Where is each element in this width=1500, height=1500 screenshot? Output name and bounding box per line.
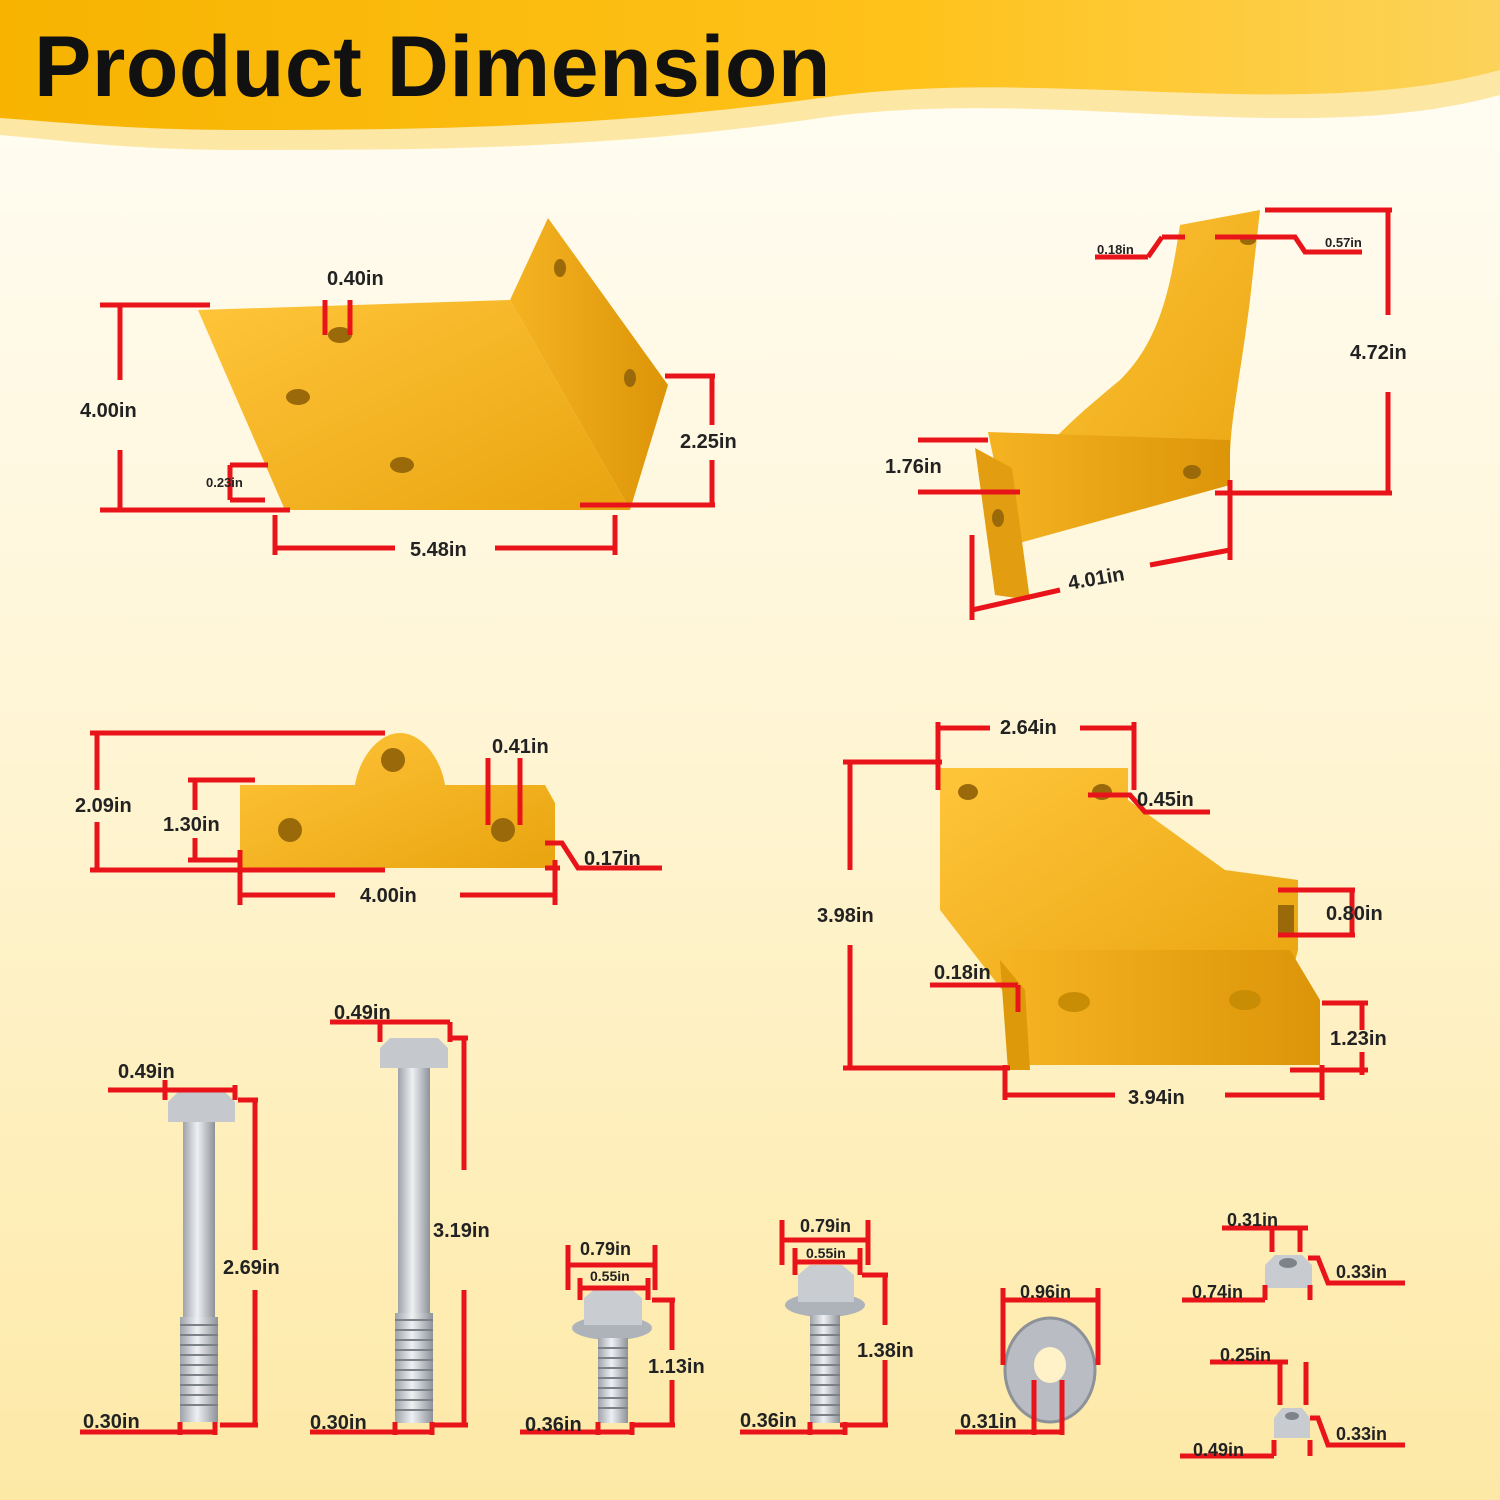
- plate-c-thickness-label: 0.17in: [584, 848, 641, 870]
- bracket-b-left-tab-label: 0.18in: [1097, 242, 1134, 257]
- bracket-b: [975, 210, 1260, 600]
- flange-bolt-b-flange-label: 0.79in: [800, 1216, 852, 1236]
- plate-c-length-label: 4.00in: [360, 885, 417, 907]
- bracket-b-right-tab-label: 0.57in: [1325, 235, 1362, 250]
- nut-b-top-label: 0.25in: [1220, 1345, 1272, 1365]
- bolt-long-a-head-label: 0.49in: [118, 1061, 175, 1083]
- plate-d-hole-label: 0.45in: [1137, 789, 1194, 811]
- bolt-long-a-length-label: 2.69in: [223, 1257, 280, 1279]
- nut-a: [1265, 1255, 1312, 1288]
- plate-d-thickness-label: 0.18in: [934, 962, 991, 984]
- nut-a-top-label: 0.31in: [1227, 1210, 1279, 1230]
- plate-c-height-label: 2.09in: [75, 795, 132, 817]
- washer-outer-label: 0.96in: [1020, 1282, 1072, 1302]
- flange-bolt-a-thread-label: 0.36in: [525, 1414, 582, 1436]
- flange-bolt-a-length-label: 1.13in: [648, 1356, 705, 1378]
- plate-d-top-label: 2.64in: [1000, 717, 1057, 739]
- bolt-long-a-dimension-lines: [80, 1080, 258, 1435]
- bracket-b-flange-label: 1.76in: [885, 456, 942, 478]
- bracket-a: [198, 218, 668, 510]
- page-title: Product Dimension: [34, 19, 831, 115]
- washer-inner-label: 0.31in: [960, 1411, 1017, 1433]
- bracket-a-hole-label: 0.40in: [327, 268, 384, 290]
- washer-dimension-lines: [955, 1288, 1101, 1435]
- bolt-long-b: [380, 1038, 448, 1423]
- plate-d-height-label: 3.98in: [817, 905, 874, 927]
- bolt-long-b-head-label: 0.49in: [334, 1002, 391, 1024]
- flange-bolt-b-thread-label: 0.36in: [740, 1410, 797, 1432]
- nut-b-height-label: 0.33in: [1336, 1424, 1388, 1444]
- bracket-a-dimension-lines: [100, 300, 715, 555]
- nut-a-height-label: 0.33in: [1336, 1262, 1388, 1282]
- banner-wave: [0, 0, 1500, 150]
- flange-bolt-a: [572, 1288, 652, 1423]
- plate-d-length-label: 3.94in: [1128, 1087, 1185, 1109]
- plate-c-dimension-lines: [90, 730, 662, 905]
- bracket-a-side-label: 2.25in: [680, 431, 737, 453]
- plate-d-dimension-lines: [843, 722, 1368, 1100]
- nut-a-width-label: 0.74in: [1192, 1282, 1244, 1302]
- bolt-long-a-thread-label: 0.30in: [83, 1411, 140, 1433]
- nut-b-width-label: 0.49in: [1193, 1440, 1245, 1460]
- plate-d: [940, 768, 1320, 1070]
- bolt-long-a: [168, 1092, 235, 1422]
- bracket-a-length-label: 5.48in: [410, 539, 467, 561]
- plate-c: [240, 733, 555, 868]
- plate-c-hole-label: 0.41in: [492, 736, 549, 758]
- flange-bolt-b-length-label: 1.38in: [857, 1340, 914, 1362]
- flange-bolt-b-head-label: 0.55in: [806, 1245, 846, 1261]
- plate-d-slot-label: 0.80in: [1326, 903, 1383, 925]
- bracket-a-slot-label: 0.23in: [206, 475, 243, 490]
- bracket-a-height-label: 4.00in: [80, 400, 137, 422]
- header-banner: Product Dimension: [0, 0, 1500, 180]
- plate-c-inner-label: 1.30in: [163, 814, 220, 836]
- bolt-long-b-thread-label: 0.30in: [310, 1412, 367, 1434]
- bolt-long-b-dimension-lines: [310, 1019, 468, 1435]
- nut-b-dimension-lines: [1180, 1359, 1405, 1459]
- flange-bolt-b-dimension-lines: [740, 1220, 888, 1435]
- flange-bolt-b: [785, 1265, 865, 1423]
- plate-d-flange-label: 1.23in: [1330, 1028, 1387, 1050]
- washer: [1003, 1316, 1097, 1424]
- bracket-b-height-label: 4.72in: [1350, 342, 1407, 364]
- bolt-long-b-length-label: 3.19in: [433, 1220, 490, 1242]
- bracket-b-dimension-lines: [918, 207, 1392, 620]
- flange-bolt-a-flange-label: 0.79in: [580, 1239, 632, 1259]
- nut-b: [1274, 1408, 1310, 1438]
- flange-bolt-a-head-label: 0.55in: [590, 1268, 630, 1284]
- flange-bolt-a-dimension-lines: [520, 1245, 675, 1435]
- nut-a-dimension-lines: [1182, 1225, 1405, 1303]
